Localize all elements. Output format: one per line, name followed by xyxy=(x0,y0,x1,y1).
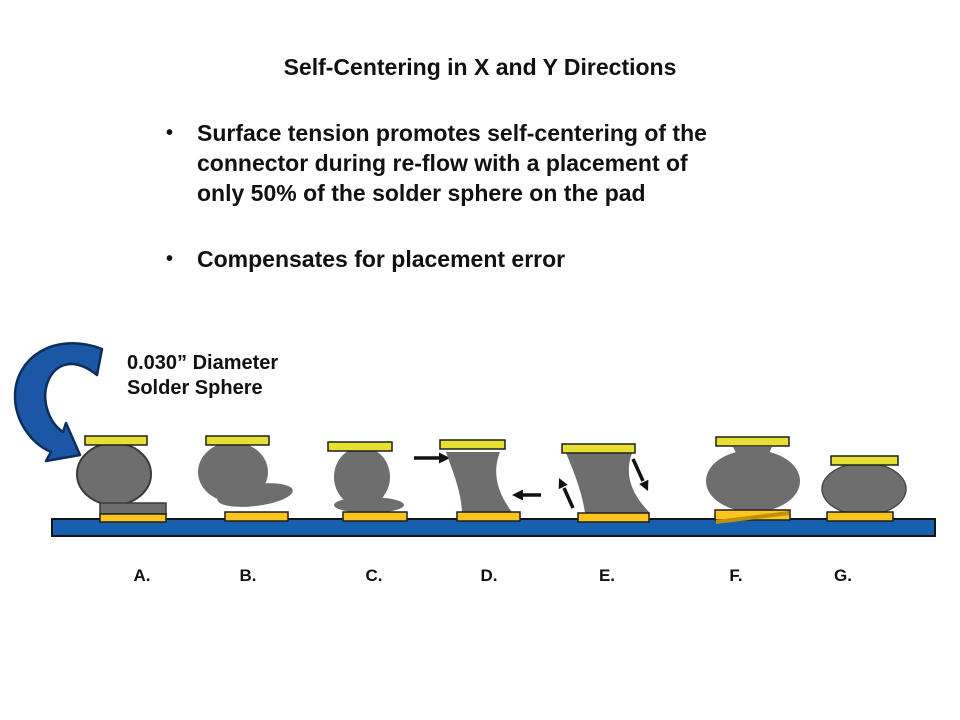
board-pad xyxy=(456,511,521,522)
solder-column xyxy=(446,452,512,512)
connector-pad xyxy=(84,435,148,446)
solder-column xyxy=(566,453,650,513)
solder-sphere xyxy=(334,447,390,507)
stage-c xyxy=(327,441,408,522)
solder-wetting xyxy=(217,483,293,507)
connector-pad xyxy=(830,455,899,466)
solder-sphere xyxy=(76,442,152,506)
connector-pad xyxy=(715,436,790,447)
curved-arrow-icon xyxy=(13,342,104,463)
solder-wetting xyxy=(334,497,404,513)
connector-pad xyxy=(205,435,270,446)
board-pad xyxy=(342,511,408,522)
stage-label-c: C. xyxy=(366,566,383,585)
stage-d xyxy=(439,439,521,522)
bullet-item: • Compensates for placement error xyxy=(166,244,826,274)
push-left-arrow-icon xyxy=(512,489,541,501)
board-pad xyxy=(714,509,791,521)
stage-label-d: D. xyxy=(481,566,498,585)
board-pad xyxy=(826,511,894,522)
bullet-text: Surface tension promotes self-centering … xyxy=(197,120,707,206)
stage-b xyxy=(198,435,293,522)
stage-label-f: F. xyxy=(729,566,742,585)
stage-label-a: A. xyxy=(134,566,151,585)
stage-label-b: B. xyxy=(240,566,257,585)
rotate-down-arrow-icon xyxy=(631,458,649,491)
callout-line-2: Solder Sphere xyxy=(127,377,263,399)
callout-line-1: 0.030” Diameter xyxy=(127,352,278,374)
bullet-list: • Surface tension promotes self-centerin… xyxy=(166,118,826,310)
stage-g xyxy=(821,455,907,522)
push-right-arrow-icon xyxy=(414,452,450,464)
solder-paste xyxy=(99,502,167,515)
stage-label-g: G. xyxy=(834,566,852,585)
bullet-marker: • xyxy=(166,248,174,270)
stage-label-e: E. xyxy=(599,566,615,585)
solder-sphere xyxy=(821,462,907,516)
page-title: Self-Centering in X and Y Directions xyxy=(283,54,677,80)
stage-e xyxy=(561,443,650,523)
solder-fillet-streak xyxy=(716,511,789,524)
board-pad xyxy=(224,511,289,522)
rotate-up-arrow-icon xyxy=(558,478,575,509)
board-pad xyxy=(99,513,167,523)
board-pad xyxy=(577,512,650,523)
bullet-marker: • xyxy=(166,122,174,144)
bullet-item: • Surface tension promotes self-centerin… xyxy=(166,118,826,208)
connector-pad xyxy=(561,443,636,454)
stage-a xyxy=(76,435,167,523)
stage-f xyxy=(706,436,800,524)
connector-pad xyxy=(327,441,393,452)
solder-sphere xyxy=(706,450,800,512)
connector-pad xyxy=(439,439,506,450)
bullet-text: Compensates for placement error xyxy=(197,246,566,272)
